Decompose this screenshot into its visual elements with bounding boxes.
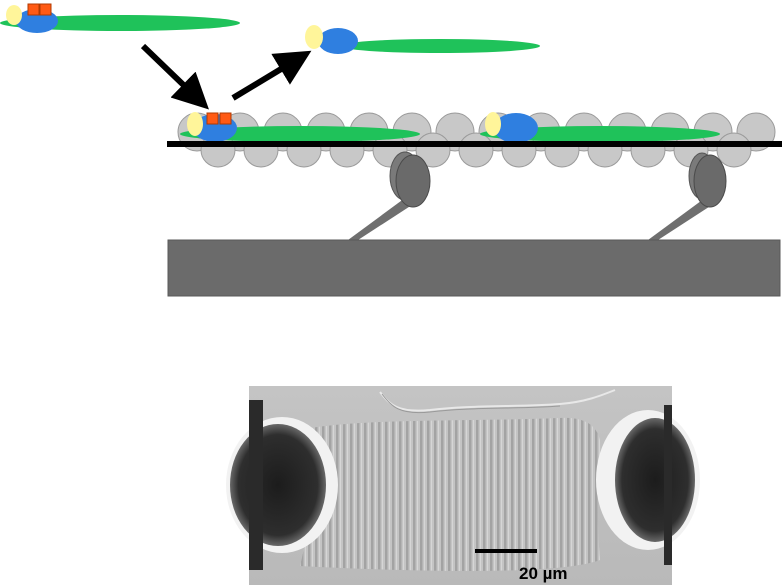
arrow-up-right-icon: [231, 50, 312, 101]
thick-filament: [167, 239, 781, 297]
myosin-head: [318, 28, 358, 54]
arrow-down-right-icon: [140, 43, 209, 110]
scale-bar-label: 20 µm: [519, 564, 568, 583]
filament-tail: [0, 15, 240, 31]
striated-cell: [300, 417, 601, 571]
thin-filament-line: [167, 141, 782, 147]
filament-tail: [340, 39, 540, 53]
free-myosin-with-phosphate: [0, 3, 240, 33]
attachment-bead-left: [230, 424, 326, 546]
myosin-motor-head: [395, 154, 431, 208]
actin-monomer: [716, 132, 752, 168]
myosin-ii-cross-bridge: [348, 151, 431, 240]
light-chain: [485, 112, 501, 136]
attachment-bead-right: [615, 418, 695, 542]
bound-myosin: [480, 112, 720, 143]
myosin-motor-head: [693, 154, 727, 208]
membrane-outline: [381, 393, 561, 414]
light-chain: [187, 112, 203, 136]
membrane-outline: [379, 389, 616, 412]
cardiomyocyte-micrograph: 20 µm: [226, 386, 700, 585]
filament-tail: [180, 126, 420, 142]
phosphate-block: [206, 112, 219, 125]
phosphate-block: [39, 3, 52, 16]
phosphate-block: [219, 112, 232, 125]
light-chain: [6, 5, 22, 25]
actin-monomer: [458, 132, 494, 168]
myosin-head: [494, 113, 538, 143]
light-chain: [305, 25, 323, 49]
scale-bar: [475, 549, 537, 553]
phosphate-block: [27, 3, 40, 16]
myosin-lever-arm: [648, 198, 715, 240]
free-myosin-released: [305, 25, 540, 54]
filament-tail: [480, 126, 720, 142]
bound-myosin-with-phosphate: [180, 112, 420, 142]
myosin-lever-arm: [348, 198, 415, 240]
myosin-ii-cross-bridge: [648, 152, 727, 240]
